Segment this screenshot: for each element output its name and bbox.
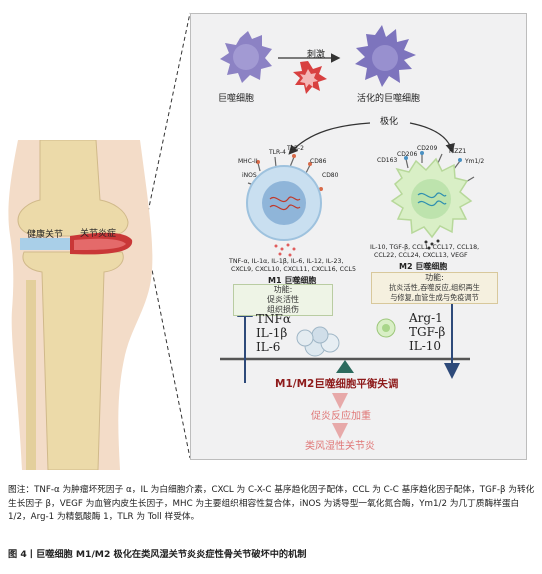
m2-receptor-cd206: CD206 (397, 151, 418, 158)
m1-cytokines-line2: CXCL9, CXCL10, CXCL11, CXCL16, CCL5 (231, 266, 356, 273)
disease-label: 类风湿性关节炎 (305, 441, 375, 452)
arthritis-joint-label: 关节炎症 (80, 229, 117, 239)
m1-macrophage-icon (246, 154, 323, 257)
macrophage-label: 巨噬细胞 (218, 94, 255, 104)
m1-function-title: 功能: (273, 285, 293, 294)
m2-macrophage-icon (390, 151, 475, 250)
m2-receptor-cd209: CD209 (417, 145, 438, 152)
m2-function-line1: 抗炎活性,吞噬反应,组织再生 (389, 283, 480, 292)
inflammation-label: 促炎反应加重 (311, 411, 371, 422)
stimulus-label: 刺激 (307, 50, 326, 60)
m1-function-line2: 组织损伤 (267, 305, 299, 314)
activated-macrophage-label: 活化的巨噬细胞 (357, 94, 421, 104)
knee-joint-illustration (8, 140, 153, 470)
m2-function-line2: 与修复,血管生成与免疫调节 (390, 293, 479, 302)
balance-fulcrum (336, 360, 354, 373)
m2-receptor-cd163: CD163 (377, 157, 398, 164)
m1-receptor-tlr2: TLR-2 (287, 145, 304, 152)
stimulus-burst-icon (293, 61, 327, 94)
m2-factor-il10: IL-10 (409, 339, 442, 353)
m1-cluster-icon (296, 326, 340, 357)
activated-macrophage-icon (355, 25, 416, 87)
m1-cytokines-line1: TNF-α, IL-1α, IL-1β, IL-6, IL-12, IL-23, (229, 258, 344, 265)
m2-function-title: 功能: (425, 273, 444, 282)
m1-factor-tnfa: TNFα (256, 312, 291, 326)
m1-name: M1 巨噬细胞 (268, 276, 317, 285)
m1-receptor-tlr4: TLR-4 (269, 149, 286, 156)
m2-cytokines-line2: CCL22, CCL24, CXCL13, VEGF (374, 252, 468, 259)
healthy-joint-label: 健康关节 (27, 230, 64, 240)
m1-receptor-mhc: MHC-II (238, 158, 258, 165)
m2-factor-tgfb: TGF-β (409, 325, 446, 339)
m2-function-box: 功能: 抗炎活性,吞噬反应,组织再生 与修复,血管生成与免疫调节 (371, 272, 498, 304)
polarization-label: 极化 (380, 117, 399, 127)
m2-receptor-fizz1: FIZZ1 (449, 148, 467, 155)
figure-note: 图注：TNF-α 为肿瘤坏死因子 α，IL 为白细胞介素，CXCL 为 C-X-… (8, 485, 535, 523)
m2-cell-small-icon (376, 318, 396, 338)
m1-factor-il1b: IL-1β (256, 326, 288, 340)
m2-name: M2 巨噬细胞 (399, 262, 448, 271)
m1-receptor-inos: iNOS (242, 172, 257, 179)
macrophage-cell-icon (220, 31, 272, 83)
m2-receptor-ym12: Ym1/2 (465, 158, 485, 165)
m1-function-line1: 促炎活性 (267, 295, 299, 304)
m1-factor-il6: IL-6 (256, 340, 281, 354)
mechanism-diagram (220, 25, 475, 439)
figure-title: 图 4丨巨噬细胞 M1/M2 极化在类风湿关节炎炎症性骨关节破坏中的机制 (8, 549, 307, 560)
m2-cytokines-line1: IL-10, TGF-β, CCL1, CCL17, CCL18, (370, 244, 480, 251)
mechanism-panel (190, 13, 527, 460)
m2-factor-arg1: Arg-1 (409, 311, 443, 325)
m1-function-box: 功能: 促炎活性 组织损伤 (233, 284, 333, 316)
m1-receptor-cd86: CD86 (310, 158, 327, 165)
m1-receptor-cd80: CD80 (322, 172, 339, 179)
imbalance-label: M1/M2巨噬细胞平衡失调 (275, 378, 399, 390)
